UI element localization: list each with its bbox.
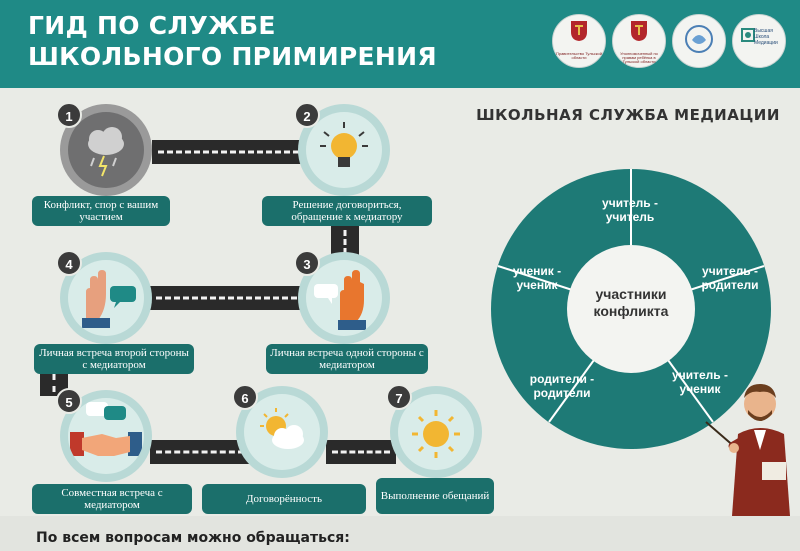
segment-teacher-teacher: учитель - учитель <box>602 196 658 224</box>
step-7-label: Выполнение обещаний <box>376 478 494 514</box>
segment-student-student: ученик - ученик <box>512 264 562 292</box>
logo-caption: Правительство Тульской области <box>555 51 603 60</box>
title-line-1: ГИД ПО СЛУЖБЕ <box>28 11 276 40</box>
step-7-circle: 7 <box>386 384 482 478</box>
road-6-7 <box>326 440 396 464</box>
step-1-label: Конфликт, спор с вашим участием <box>32 196 170 226</box>
step-3-circle: 3 <box>294 250 390 344</box>
step-number: 7 <box>386 384 412 410</box>
mediation-wheel: учитель - учитель учитель - родители учи… <box>488 166 774 452</box>
step-number: 2 <box>294 102 320 128</box>
header-banner: ГИД ПО СЛУЖБЕ ШКОЛЬНОГО ПРИМИРЕНИЯ Прави… <box>0 0 800 88</box>
raised-hand-speech-icon <box>82 270 136 328</box>
wheel-graphic <box>491 169 771 449</box>
step-number: 5 <box>56 388 82 414</box>
segment-teacher-student: учитель - ученик <box>672 368 728 396</box>
step-3-label: Личная встреча одной стороны с медиаторо… <box>266 344 428 374</box>
logo-mediation <box>672 14 726 74</box>
segment-teacher-parents: учитель - родители <box>701 264 759 292</box>
step-6-circle: 6 <box>232 384 328 478</box>
logo-ombudsman: Уполномоченный по правам ребёнка в Тульс… <box>612 14 666 74</box>
mediation-emblem-icon <box>685 25 713 53</box>
step-1-circle: 1 <box>56 102 152 196</box>
logo-caption: Высшая Школа Медиации <box>754 28 778 46</box>
coat-of-arms-icon <box>631 21 647 41</box>
road-5-6 <box>150 440 250 464</box>
contact-text: По всем вопросам можно обращаться: <box>36 530 350 546</box>
handshake-icon <box>70 402 142 456</box>
raised-hand-speech-icon <box>314 270 366 330</box>
wheel-center-label: участники конфликта <box>593 286 669 319</box>
mediator-character-icon <box>705 384 790 516</box>
logo-government: Правительство Тульской области <box>552 14 606 74</box>
step-number: 1 <box>56 102 82 128</box>
step-5-circle: 5 <box>56 388 152 482</box>
step-number: 3 <box>294 250 320 276</box>
sun-cloud-icon <box>260 408 304 449</box>
step-4-circle: 4 <box>56 250 152 344</box>
road-1-2 <box>152 140 314 164</box>
step-number: 4 <box>56 250 82 276</box>
logo-caption: Уполномоченный по правам ребёнка в Тульс… <box>620 51 658 64</box>
coat-of-arms-icon <box>571 21 587 41</box>
sun-icon <box>412 410 460 458</box>
title-line-2: ШКОЛЬНОГО ПРИМИРЕНИЯ <box>28 42 437 71</box>
lightbulb-icon <box>320 122 368 167</box>
school-emblem-icon <box>741 28 755 42</box>
road-4-3 <box>150 286 312 310</box>
step-4-label: Личная встреча второй стороны с медиатор… <box>34 344 194 374</box>
step-5-label: Совместная встреча с медиатором <box>32 484 192 514</box>
storm-cloud-icon <box>88 127 124 177</box>
logo-school: Высшая Школа Медиации <box>732 14 786 74</box>
step-number: 6 <box>232 384 258 410</box>
segment-parents-parents: родители - родители <box>529 372 595 400</box>
step-2-circle: 2 <box>294 102 390 196</box>
mediation-title: ШКОЛЬНАЯ СЛУЖБА МЕДИАЦИИ <box>476 106 780 124</box>
partner-logos: Правительство Тульской области Уполномоч… <box>552 8 788 78</box>
step-6-label: Договорённость <box>202 484 366 514</box>
page-title: ГИД ПО СЛУЖБЕ ШКОЛЬНОГО ПРИМИРЕНИЯ <box>28 10 437 72</box>
footer-band <box>0 516 800 551</box>
step-2-label: Решение договориться, обращение к медиат… <box>262 196 432 226</box>
